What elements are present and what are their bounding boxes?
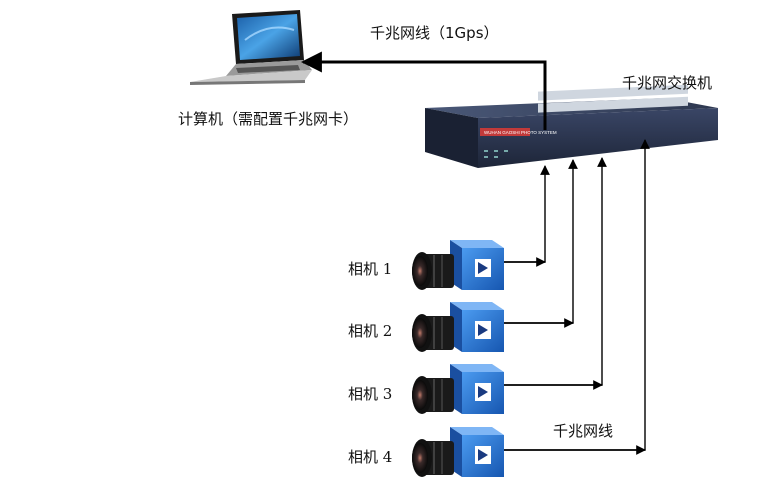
connections (300, 51, 650, 455)
switch-leds (484, 150, 508, 158)
switch-ports (538, 84, 688, 113)
cameras (412, 240, 504, 477)
camera-4-label: 相机 4 (348, 448, 393, 466)
bottom-link-label: 千兆网线 (553, 422, 614, 440)
computer-label: 计算机（需配置千兆网卡） (178, 110, 359, 128)
switch-brand-text: WUHAN GAOSHI PHOTO SYSTEM (484, 130, 557, 135)
top-link-label: 千兆网线（1Gps） (370, 24, 499, 42)
laptop-icon (190, 10, 312, 85)
camera-1-label: 相机 1 (348, 260, 393, 278)
uplink-line (300, 51, 547, 130)
camera-3-label: 相机 3 (348, 385, 393, 403)
camera-1-icon (412, 240, 504, 290)
camera-4-icon (412, 427, 504, 477)
camera-1-line (502, 165, 550, 263)
switch-label: 千兆网交换机 (622, 74, 713, 92)
camera-2-line (502, 159, 578, 324)
camera-2-icon (412, 302, 504, 352)
camera-2-label: 相机 2 (348, 322, 393, 340)
switch-logo (480, 128, 530, 136)
camera-3-icon (412, 364, 504, 414)
camera-3-line (492, 157, 607, 386)
switch-icon: WUHAN GAOSHI PHOTO SYSTEM (425, 84, 718, 168)
